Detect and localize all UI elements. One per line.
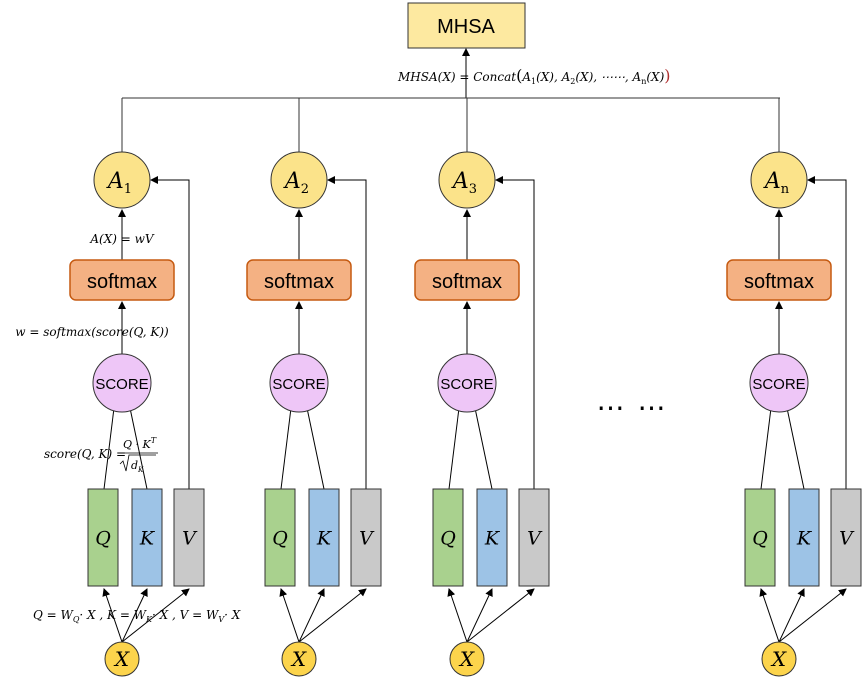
input-x-circle <box>761 641 797 677</box>
k-matrix-box <box>476 488 508 587</box>
score-label: SCORE <box>752 376 805 393</box>
softmax-box <box>726 259 832 301</box>
q-matrix-box <box>432 488 464 587</box>
q-to-score-line <box>103 407 115 490</box>
x-to-v-arrow <box>298 588 367 643</box>
softmax-box <box>246 259 352 301</box>
k-to-score-line <box>474 407 493 490</box>
score-equation: score(Q, K) = Q · KT dK <box>44 436 158 474</box>
attention-output-label: A2 <box>283 169 309 197</box>
q-matrix-box <box>744 488 776 587</box>
softmax-box <box>69 259 175 301</box>
score-circle <box>437 353 497 413</box>
w-equation: w = softmax(score(Q, K)) <box>15 325 169 339</box>
score-circle <box>92 353 152 413</box>
attention-output-circle <box>93 151 151 209</box>
x-to-q-arrow <box>279 588 300 643</box>
k-to-score-line <box>129 407 148 490</box>
v-matrix-box <box>518 488 550 587</box>
k-label: K <box>796 528 813 550</box>
input-x-label: X <box>113 647 130 671</box>
softmax-box <box>414 259 520 301</box>
ax-equation: A(X) = wV <box>89 232 155 246</box>
attention-output-circle <box>750 151 808 209</box>
x-to-k-arrow <box>121 588 148 643</box>
x-to-k-arrow <box>466 588 493 643</box>
q-label: Q <box>272 528 288 550</box>
svg-text:score(Q, K) =: score(Q, K) = <box>44 447 126 461</box>
k-to-score-line <box>306 407 325 490</box>
v-to-a-arrow <box>495 176 535 489</box>
x-to-v-arrow <box>466 588 535 643</box>
k-matrix-box <box>788 488 820 587</box>
q-label: Q <box>95 528 111 550</box>
q-to-score-line <box>760 407 772 490</box>
q-matrix-box <box>87 488 119 587</box>
concat-formula: MHSA(X) = Concat(A1(X), A2(X), ⋯⋯, An(X)… <box>397 66 671 86</box>
x-to-q-arrow <box>759 588 780 643</box>
input-x-label: X <box>458 647 475 671</box>
input-x-label: X <box>770 647 787 671</box>
input-x-circle <box>281 641 317 677</box>
x-to-v-arrow <box>121 588 190 643</box>
mhsa-title: MHSA <box>437 16 495 38</box>
k-matrix-box <box>131 488 163 587</box>
x-to-v-arrow <box>778 588 847 643</box>
v-label: V <box>182 528 198 550</box>
softmax-label: softmax <box>432 271 502 293</box>
x-to-q-arrow <box>102 588 123 643</box>
k-matrix-box <box>308 488 340 587</box>
attention-output-label: A3 <box>451 169 477 197</box>
attention-output-label: A1 <box>106 169 132 197</box>
qkv-equation: Q = WQ· X , K = WK· X , V = WV· X <box>33 608 241 624</box>
softmax-label: softmax <box>264 271 334 293</box>
x-to-k-arrow <box>778 588 805 643</box>
x-to-k-arrow <box>298 588 325 643</box>
svg-text:dK: dK <box>131 459 144 474</box>
v-label: V <box>527 528 543 550</box>
attention-output-label: An <box>763 169 790 197</box>
input-x-circle <box>449 641 485 677</box>
v-label: V <box>839 528 855 550</box>
q-label: Q <box>440 528 456 550</box>
k-label: K <box>139 528 156 550</box>
softmax-label: softmax <box>744 271 814 293</box>
input-x-circle <box>104 641 140 677</box>
v-to-a-arrow <box>150 176 190 489</box>
softmax-label: softmax <box>87 271 157 293</box>
q-to-score-line <box>280 407 292 490</box>
k-label: K <box>316 528 333 550</box>
attention-output-circle <box>270 151 328 209</box>
mhsa-box <box>407 2 526 49</box>
heads-ellipsis: ⋯ ⋯ <box>597 391 668 424</box>
score-label: SCORE <box>272 376 325 393</box>
score-label: SCORE <box>95 376 148 393</box>
input-x-label: X <box>290 647 307 671</box>
v-to-a-arrow <box>807 176 847 489</box>
q-label: Q <box>752 528 768 550</box>
score-label: SCORE <box>440 376 493 393</box>
k-to-score-line <box>786 407 805 490</box>
v-matrix-box <box>830 488 862 587</box>
q-to-score-line <box>448 407 460 490</box>
x-to-q-arrow <box>447 588 468 643</box>
attention-output-circle <box>438 151 496 209</box>
v-to-a-arrow <box>327 176 367 489</box>
v-label: V <box>359 528 375 550</box>
score-circle <box>269 353 329 413</box>
svg-text:Q · KT: Q · KT <box>123 436 157 451</box>
k-label: K <box>484 528 501 550</box>
score-circle <box>749 353 809 413</box>
v-matrix-box <box>173 488 205 587</box>
q-matrix-box <box>264 488 296 587</box>
v-matrix-box <box>350 488 382 587</box>
